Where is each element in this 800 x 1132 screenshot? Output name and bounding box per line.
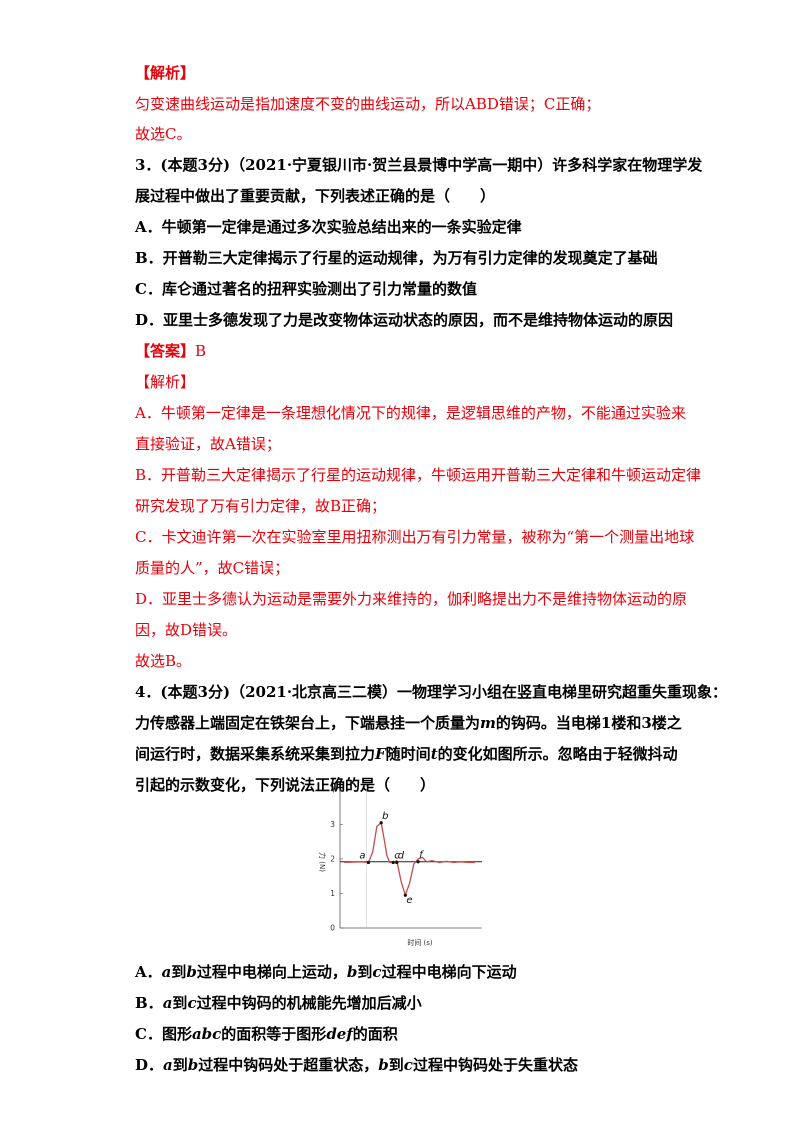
opt-text: 过程中钩码处于超重状态， (198, 1056, 379, 1074)
q3-jiexi-heading: 【解析】 (135, 373, 196, 391)
opt-text: 过程中电梯向上运动， (196, 963, 347, 981)
opt-text: C．图形 (135, 1025, 192, 1043)
q4-stem-text: 的变化如图所示。忽略由于轻微抖动 (437, 745, 678, 763)
opt-text: 过程中电梯向下运动 (381, 963, 517, 981)
q3-answer-label: 【答案】 (135, 342, 196, 360)
opt-var: b (346, 963, 358, 981)
q3-option-c: C．库仑通过著名的扭秤实验测出了引力常量的数值 (135, 280, 477, 298)
q4-stem-line4: 引起的示数变化，下列说法正确的是（ ） (135, 776, 436, 794)
point-label-b: b (382, 811, 388, 822)
q4-stem-text: 力传感器上端固定在铁架台上，下端悬挂一个质量为 (135, 714, 481, 732)
opt-var: b (186, 963, 197, 981)
y-tick-label: 2 (330, 855, 335, 864)
q3-analysis-line: A．牛顿第一定律是一条理想化情况下的规律，是逻辑思维的产物，不能通过实验来 (135, 404, 686, 422)
opt-var: b (187, 1056, 199, 1074)
opt-text: 的面积等于图形 (221, 1025, 327, 1043)
opt-var: c (372, 963, 382, 981)
q3-answer: 【答案】B (135, 341, 206, 361)
q3-option-a: A．牛顿第一定律是通过多次实验总结出来的一条实验定律 (135, 218, 522, 236)
q3-option-d: D．亚里士多德发现了力是改变物体运动状态的原因，而不是维持物体运动的原因 (135, 311, 674, 329)
q4-stem-line1: 4．(本题3分)（2021·北京高三二模）一物理学习小组在竖直电梯里研究超重失重… (135, 683, 728, 701)
q4-stem-text: 随时间 (385, 745, 431, 763)
chart-y-axis-label: 力 (N) (318, 852, 327, 872)
q3-stem-line2: 展过程中做出了重要贡献，下列表述正确的是（ ） (135, 187, 496, 205)
opt-var: a (163, 1056, 173, 1074)
var-t: t (430, 745, 438, 763)
point-d (395, 860, 399, 865)
opt-var: c (403, 1056, 413, 1074)
opt-text: 过程中钩码的机械能先增加后减小 (196, 994, 422, 1012)
opt-var: abc (191, 1025, 222, 1043)
opt-text: 到 (388, 1056, 404, 1074)
opt-text: B． (135, 994, 163, 1012)
q4-stem-text: 的钩码。当电梯1楼和3楼之 (495, 714, 682, 732)
opt-text: 到 (172, 994, 188, 1012)
point-label-f: f (419, 850, 424, 861)
y-tick-label: 1 (330, 889, 335, 898)
prev-analysis-line: 匀变速曲线运动是指加速度不变的曲线运动，所以ABD错误；C正确； (135, 95, 601, 113)
q4-stem-line2: 力传感器上端固定在铁架台上，下端悬挂一个质量为m的钩码。当电梯1楼和3楼之 (135, 713, 682, 733)
opt-text: 的面积 (352, 1025, 398, 1043)
var-m: m (480, 714, 496, 732)
chart-x-axis-label: 时间 (s) (407, 938, 433, 947)
opt-var: c (187, 994, 197, 1012)
point-c (391, 860, 395, 865)
q3-analysis-line: D．亚里士多德认为运动是需要外力来维持的，伽利略提出力不是维持物体运动的原 (135, 590, 688, 608)
point-e (403, 893, 407, 897)
opt-var: b (378, 1056, 389, 1074)
var-F: F (375, 745, 386, 763)
q4-option-d: D．a到b过程中钩码处于超重状态，b到c过程中钩码处于失重状态 (135, 1055, 578, 1075)
opt-text: 到 (172, 1056, 188, 1074)
opt-var: a (161, 963, 172, 981)
y-tick-label: 0 (330, 924, 335, 933)
point-label-c: c (394, 850, 400, 861)
chart-ticks: 0 1 2 3 4 (330, 786, 343, 933)
prev-conclusion: 故选C。 (135, 125, 192, 143)
opt-text: 过程中钩码处于失重状态 (412, 1056, 578, 1074)
opt-text: 到 (171, 963, 187, 981)
q3-stem-line1: 3．(本题3分)（2021·宁夏银川市·贺兰县景博中学高一期中）许多科学家在物理… (135, 156, 703, 174)
q3-answer-value: B (195, 342, 207, 360)
opt-text: A． (135, 963, 162, 981)
point-a (366, 860, 370, 865)
opt-text: D． (135, 1056, 164, 1074)
point-b (379, 821, 383, 825)
point-label-a: a (359, 850, 365, 861)
q3-analysis-line: 研究发现了万有引力定律，故B正确； (135, 497, 387, 515)
opt-text: 到 (357, 963, 373, 981)
q4-option-c: C．图形abc的面积等于图形def的面积 (135, 1024, 398, 1044)
q3-analysis-line: C．卡文迪许第一次在实验室里用扭称测出万有引力常量，被称为“第一个测量出地球 (135, 528, 695, 546)
q3-analysis-line: 因，故D错误。 (135, 621, 238, 639)
q3-conclusion: 故选B。 (135, 652, 192, 670)
q4-option-b: B．a到c过程中钩码的机械能先增加后减小 (135, 993, 422, 1013)
q3-analysis-line: B．开普勒三大定律揭示了行星的运动规律，牛顿运用开普勒三大定律和牛顿运动定律 (135, 466, 702, 484)
prev-jiexi-heading: 【解析】 (135, 64, 196, 82)
q3-option-b: B．开普勒三大定律揭示了行星的运动规律，为万有引力定律的发现奠定了基础 (135, 249, 658, 267)
chart-points: a b cd e f (359, 811, 424, 906)
point-label-e: e (406, 895, 412, 906)
opt-var: def (326, 1025, 353, 1043)
force-time-chart: 0 1 2 3 4 a b cd e f 力 (N) 时间 (s) (318, 786, 482, 947)
point-f (416, 860, 420, 864)
q3-analysis-line: 质量的人”，故C错误； (135, 559, 290, 577)
opt-var: a (162, 994, 173, 1012)
y-tick-label: 4 (330, 786, 335, 795)
y-tick-label: 3 (330, 820, 335, 829)
q4-stem-text: 间运行时，数据采集系统采集到拉力 (135, 745, 376, 763)
q3-analysis-line: 直接验证，故A错误； (135, 435, 281, 453)
q4-stem-line3: 间运行时，数据采集系统采集到拉力F随时间t的变化如图所示。忽略由于轻微抖动 (135, 744, 678, 764)
q4-option-a: A．a到b过程中电梯向上运动，b到c过程中电梯向下运动 (135, 962, 517, 982)
point-label-d: d (398, 850, 405, 861)
